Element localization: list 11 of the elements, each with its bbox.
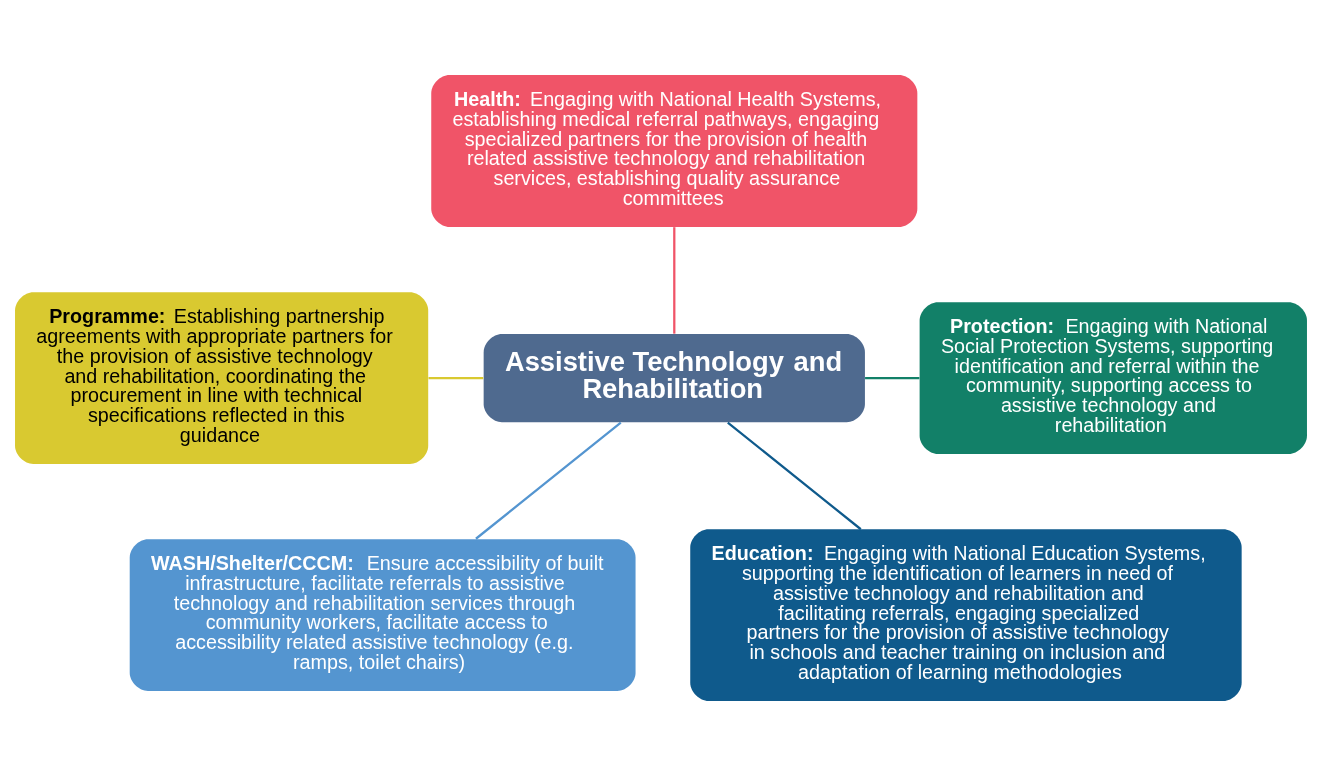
node-box: Assistive Technology and Rehabilitation [483,333,865,422]
connector [727,421,862,530]
node-box: Protection: Engaging with National Social Protection Systems, supporting identification and referral within the community, supporting access to assistive technology and rehabilitation [919,301,1307,454]
connector [428,376,484,379]
connector [673,226,676,334]
node-box: WASH/Shelter/CCCM: Ensure accessibility of built infrastructure, facilitate referrals to assistive technology and rehabilitation services through community workers, facilitate access to accessibility related assistive technology (e.g. ramps, toilet chairs) [129,538,636,691]
connector [865,376,920,379]
node-box: Programme: Establishing partnership agreements with appropriate partners for the provision of assistive technology and rehabilitation, coordinating the procurement in line with technical specifications reflected in this guidance [15,291,429,464]
node-box: Health: Engaging with National Health Systems, establishing medical referral pathways, engaging specialized partners for the provision of health related assistive technology and rehabilitation services, establishing quality assurance committees [431,74,918,227]
connector [475,421,622,540]
node-box: Education: Engaging with National Education Systems, supporting the identification of learners in need of assistive technology and rehabilitation and facilitating referrals, engaging specialized partners for the provision of assistive technology in schools and teacher training on inclusion and adaptation of learning methodologies [690,528,1242,701]
